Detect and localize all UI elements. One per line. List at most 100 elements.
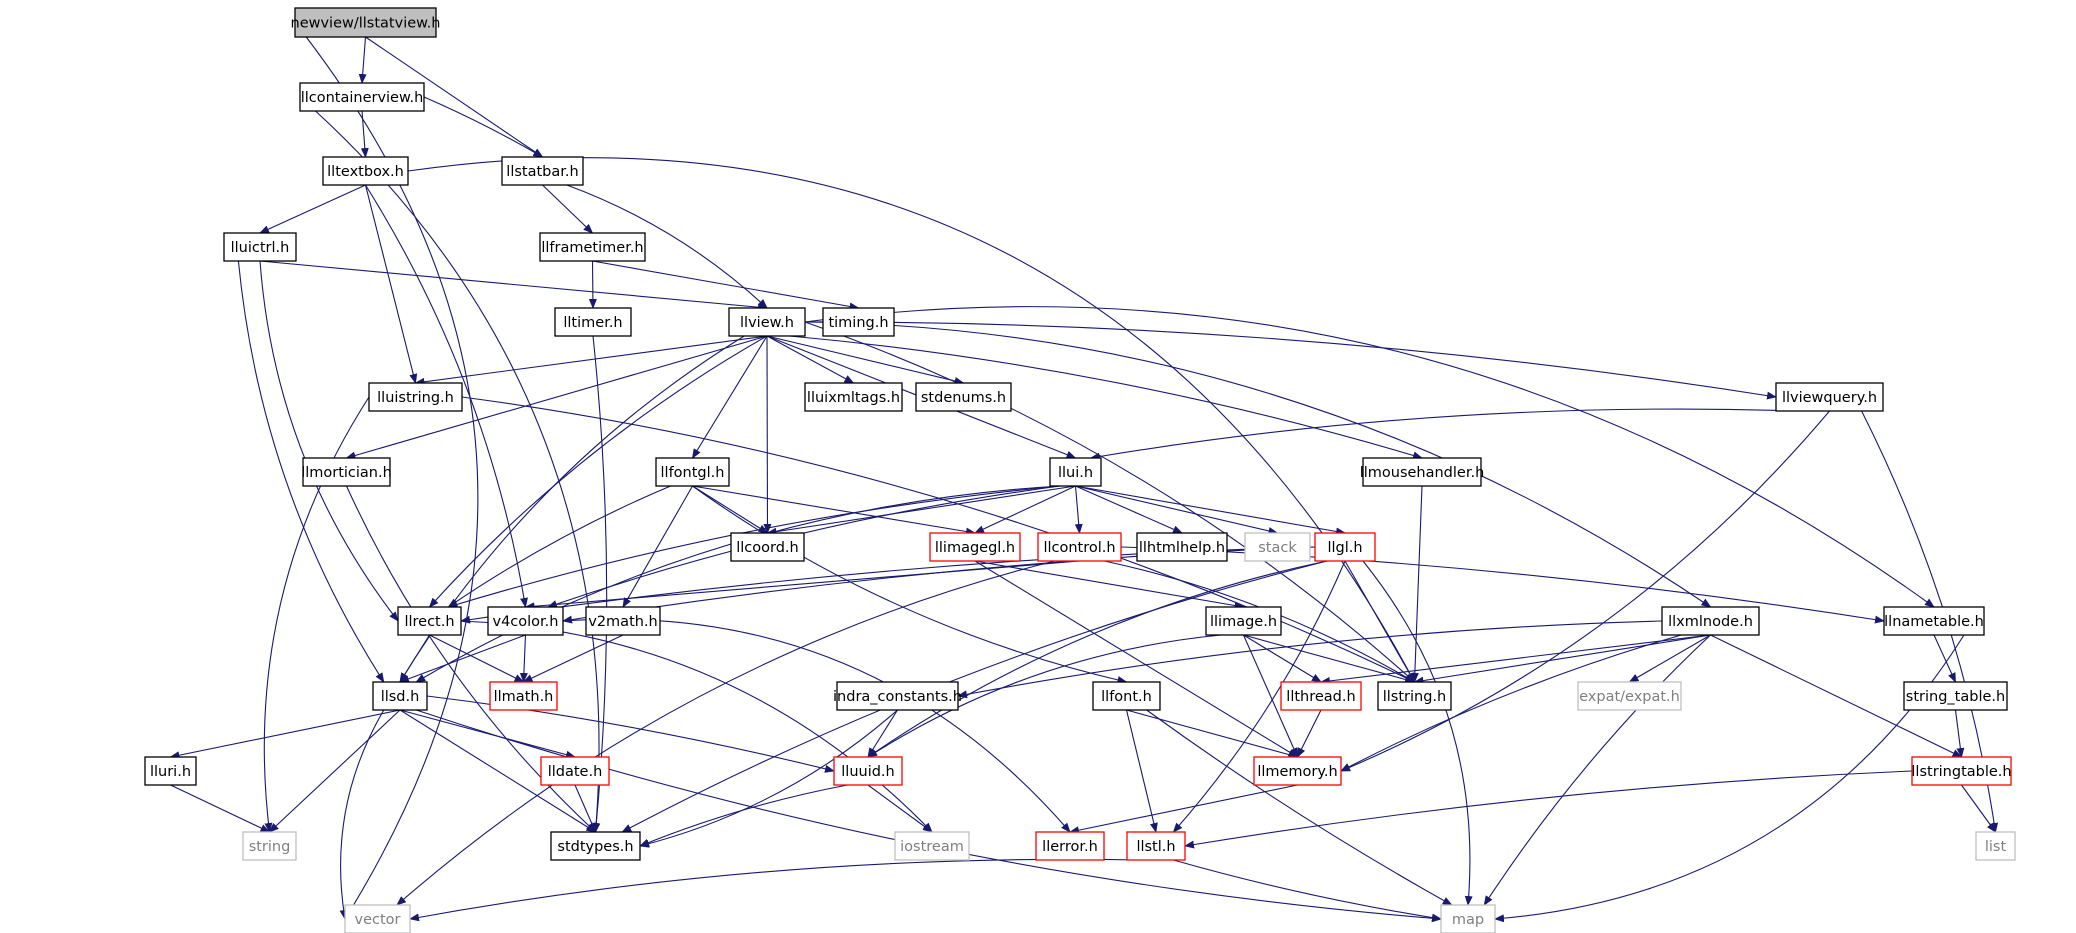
- node-box: [372, 681, 428, 711]
- edge-lluictrl-to-llview: [259, 260, 768, 312]
- edge-lluictrl-to-llrect: [259, 260, 399, 622]
- node-lluixmltags[interactable]: lluixmltags.h: [804, 382, 903, 412]
- node-label: llhtmlhelp.h: [1139, 540, 1225, 556]
- edge-llcontainerview-to-llstatbar: [423, 96, 544, 158]
- node-string_table[interactable]: string_table.h: [1903, 681, 2008, 711]
- node-root[interactable]: newview/llstatview.h: [291, 7, 441, 38]
- node-lluri[interactable]: lluri.h: [144, 756, 197, 786]
- node-label: iostream: [900, 839, 964, 855]
- node-llhtmlhelp[interactable]: llhtmlhelp.h: [1136, 532, 1228, 562]
- node-llmousehandler[interactable]: llmousehandler.h: [1360, 457, 1485, 487]
- edge-llsd-to-map: [416, 709, 1442, 923]
- node-box: [1377, 681, 1452, 711]
- node-llmath[interactable]: llmath.h: [489, 681, 558, 711]
- node-llerror[interactable]: llerror.h: [1035, 831, 1105, 861]
- edge-llfontgl-to-v2math: [622, 485, 693, 608]
- node-lluistring[interactable]: lluistring.h: [368, 382, 463, 412]
- node-indra_constants[interactable]: indra_constants.h: [833, 681, 962, 711]
- node-v2math[interactable]: v2math.h: [585, 606, 661, 636]
- edge-llcontrol-to-vector: [396, 560, 1055, 906]
- node-llview[interactable]: llview.h: [728, 307, 806, 337]
- edge-llfontgl-to-llimagegl: [692, 485, 976, 536]
- node-llmortician[interactable]: llmortician.h: [301, 457, 392, 487]
- node-llfontgl[interactable]: llfontgl.h: [655, 457, 730, 487]
- edge-llimage-to-llthread: [1243, 634, 1322, 683]
- node-lluuid[interactable]: lluuid.h: [833, 756, 903, 786]
- node-llmemory[interactable]: llmemory.h: [1253, 756, 1342, 786]
- edge-llview-to-lluistring: [414, 335, 768, 386]
- node-llthread[interactable]: llthread.h: [1280, 681, 1362, 711]
- node-box: [1911, 756, 2012, 786]
- edge-llmousehandler-to-llstring: [1410, 485, 1423, 683]
- edge-v4color-to-llmath: [519, 634, 528, 683]
- node-label: llstringtable.h: [1911, 764, 2011, 780]
- node-stdenums[interactable]: stdenums.h: [915, 382, 1012, 412]
- node-llxmlnode[interactable]: llxmlnode.h: [1661, 606, 1760, 636]
- node-lltimer[interactable]: lltimer.h: [554, 307, 632, 337]
- node-llcontrol[interactable]: llcontrol.h: [1037, 532, 1122, 562]
- node-llstringtable[interactable]: llstringtable.h: [1911, 756, 2012, 786]
- edge-string_table-to-llstringtable: [1954, 709, 1965, 758]
- node-box: [489, 681, 558, 711]
- edge-llxmlnode-to-indra_constants: [957, 620, 1663, 699]
- node-llfont[interactable]: llfont.h: [1092, 681, 1161, 711]
- node-lluictrl[interactable]: lluictrl.h: [223, 232, 297, 262]
- node-llstl[interactable]: llstl.h: [1126, 831, 1186, 861]
- node-box: [397, 606, 462, 636]
- node-box: [1314, 532, 1376, 562]
- edge-llstl-to-map: [1173, 859, 1442, 922]
- node-label: llxmlnode.h: [1668, 614, 1753, 630]
- node-llcontainerview[interactable]: llcontainerview.h: [299, 82, 425, 112]
- node-string: string: [242, 831, 297, 861]
- node-label: list: [1985, 839, 2007, 855]
- node-label: llmortician.h: [301, 465, 392, 481]
- node-llstatbar[interactable]: llstatbar.h: [501, 156, 584, 186]
- edge-llfontgl-to-llcoord: [692, 485, 769, 534]
- node-box: [294, 7, 437, 38]
- edge-root-to-llstatbar: [365, 36, 544, 158]
- node-label: stdenums.h: [921, 390, 1006, 406]
- edge-llsd-to-string: [268, 709, 401, 833]
- node-llgl[interactable]: llgl.h: [1314, 532, 1376, 562]
- node-llimagegl[interactable]: llimagegl.h: [929, 532, 1021, 562]
- node-lldate[interactable]: lldate.h: [540, 756, 610, 786]
- node-llui[interactable]: llui.h: [1049, 457, 1102, 487]
- edge-lluri-to-string: [170, 784, 271, 833]
- node-label: llfontgl.h: [661, 465, 725, 481]
- node-box: [540, 756, 610, 786]
- node-llcoord[interactable]: llcoord.h: [730, 532, 805, 562]
- node-label: lltimer.h: [563, 315, 622, 331]
- node-llsd[interactable]: llsd.h: [372, 681, 428, 711]
- edge-llview-to-llxmlnode: [804, 321, 1712, 608]
- edge-llstringtable-to-llstl: [1184, 770, 1913, 849]
- node-box: [539, 232, 646, 262]
- node-box: [1440, 904, 1496, 933]
- node-stack: stack: [1244, 532, 1311, 562]
- node-box: [728, 307, 806, 337]
- node-llstring[interactable]: llstring.h: [1377, 681, 1452, 711]
- edge-llrect-to-iostream: [460, 620, 933, 833]
- node-v4color[interactable]: v4color.h: [487, 606, 564, 636]
- edge-llimagegl-to-llimage: [974, 560, 1245, 610]
- node-llviewquery[interactable]: llviewquery.h: [1775, 382, 1884, 412]
- node-list: list: [1975, 831, 2016, 861]
- edge-root-to-vector: [294, 22, 479, 920]
- node-box: [833, 756, 903, 786]
- node-timing[interactable]: timing.h: [822, 307, 895, 337]
- node-llframetimer[interactable]: llframetimer.h: [539, 232, 646, 262]
- node-llrect[interactable]: llrect.h: [397, 606, 462, 636]
- node-llimage[interactable]: llimage.h: [1205, 606, 1282, 636]
- node-label: llthread.h: [1286, 689, 1355, 705]
- node-label: llstring.h: [1383, 689, 1446, 705]
- edge-llgl-to-llstring: [1344, 560, 1415, 683]
- node-lltextbox[interactable]: lltextbox.h: [322, 156, 409, 186]
- node-stdtypes[interactable]: stdtypes.h: [550, 831, 641, 861]
- node-label: timing.h: [828, 315, 888, 331]
- node-llnametable[interactable]: llnametable.h: [1883, 606, 1985, 636]
- edge-llui-to-llcontrol: [1074, 485, 1083, 534]
- node-label: newview/llstatview.h: [291, 16, 441, 32]
- node-label: stdtypes.h: [557, 839, 633, 855]
- node-label: lltextbox.h: [327, 164, 404, 180]
- edge-llxmlnode-to-llthread: [1320, 634, 1711, 685]
